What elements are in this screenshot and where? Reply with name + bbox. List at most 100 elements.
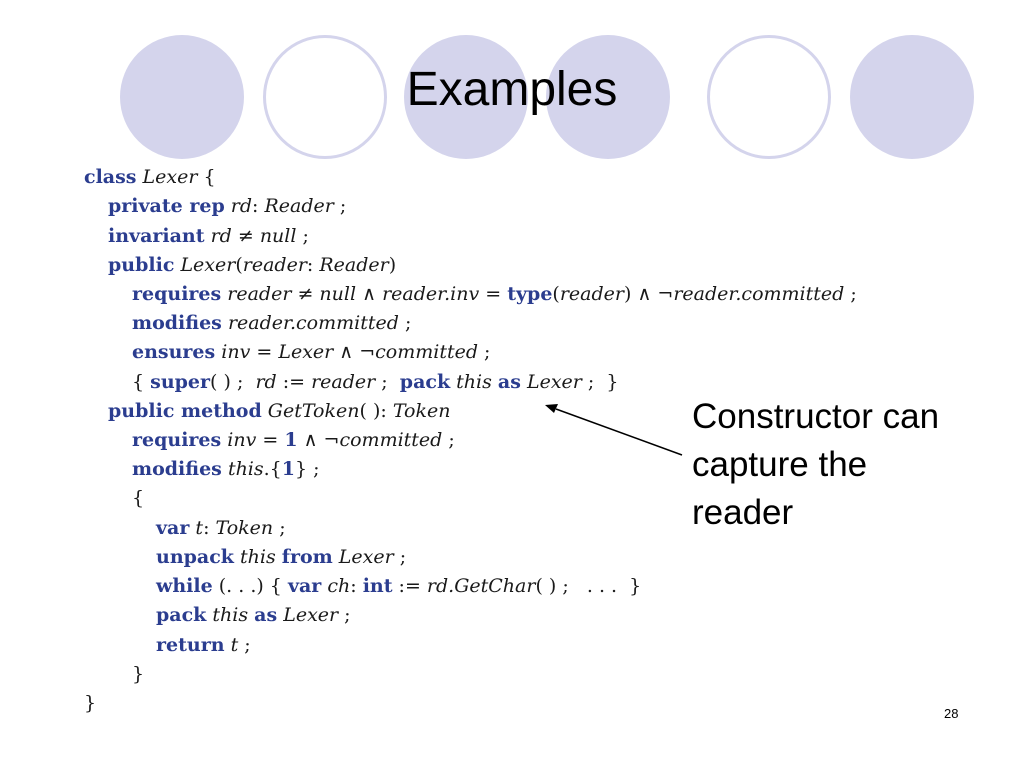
code-token: reader.committed (227, 312, 399, 334)
code-token: ; (338, 604, 351, 626)
code-line: var t: Token ; (156, 519, 286, 538)
code-token: { (132, 487, 145, 509)
callout-line: Constructor can (692, 397, 940, 436)
code-token: reader (559, 283, 624, 305)
code-keyword: public method (108, 400, 262, 422)
code-token: ≠ (291, 283, 320, 305)
code-token: ; } (581, 371, 619, 393)
code-line: modifies this.{1} ; (132, 460, 320, 479)
code-token: Lexer (338, 546, 394, 568)
code-keyword: int (362, 575, 393, 597)
code-token: committed (339, 429, 443, 451)
code-keyword: from (281, 546, 333, 568)
code-line: requires inv = 1 ∧ ¬committed ; (132, 431, 455, 450)
code-keyword: public (108, 254, 175, 276)
code-token: Reader (264, 195, 334, 217)
code-token: ; (273, 517, 286, 539)
code-token: reader (242, 254, 307, 276)
code-token: Lexer (283, 604, 339, 626)
code-token: inv (227, 429, 257, 451)
code-token: reader.inv (382, 283, 480, 305)
code-token: { (197, 166, 216, 188)
code-keyword: requires (132, 429, 222, 451)
code-token: ∧ ¬ (297, 429, 340, 451)
code-keyword: pack (156, 604, 207, 626)
code-token: this (227, 458, 264, 480)
callout-line: capture the (692, 445, 868, 484)
code-line: unpack this from Lexer ; (156, 548, 406, 567)
code-token: Token (215, 517, 274, 539)
code-keyword: super (150, 371, 211, 393)
decorative-circle (263, 35, 387, 159)
code-token: Lexer (142, 166, 198, 188)
code-keyword: modifies (132, 312, 222, 334)
code-token: { (132, 371, 151, 393)
code-keyword: modifies (132, 458, 222, 480)
code-token: null (319, 283, 357, 305)
code-token: } (132, 663, 145, 685)
code-token: ; (442, 429, 455, 451)
code-token: (. . .) { (212, 575, 288, 597)
code-token: Lexer (526, 371, 582, 393)
code-token: null (259, 225, 297, 247)
code-token: committed (375, 341, 479, 363)
code-token: GetToken (267, 400, 360, 422)
code-token: ( ) ; (210, 371, 256, 393)
code-keyword: class (84, 166, 137, 188)
code-line: { super( ) ; rd := reader ; pack this as… (132, 373, 619, 392)
slide-title: Examples (406, 63, 618, 116)
callout-text: Constructor can capture the reader (692, 393, 992, 537)
code-line: } (84, 694, 96, 713)
code-token: ∧ ¬ (333, 341, 376, 363)
code-keyword: unpack (156, 546, 234, 568)
code-token: inv (221, 341, 251, 363)
decorative-circle (404, 35, 528, 159)
code-token: this (456, 371, 492, 393)
code-keyword: pack (399, 371, 451, 393)
code-token: reader.committed (673, 283, 845, 305)
code-token: := (276, 371, 312, 393)
code-token: .{ (263, 458, 282, 480)
code-token: ; (478, 341, 491, 363)
code-keyword: as (497, 371, 521, 393)
code-keyword: 1 (281, 458, 296, 480)
code-token: ; (393, 546, 407, 568)
code-token: t (230, 634, 239, 656)
code-keyword: while (156, 575, 213, 597)
code-token: ) (388, 254, 397, 276)
code-token: Reader (319, 254, 389, 276)
code-token: t (195, 517, 204, 539)
code-token: ≠ (231, 225, 260, 247)
code-line: { (132, 489, 144, 508)
code-line: public method GetToken( ): Token (108, 402, 450, 421)
code-line: public Lexer(reader: Reader) (108, 256, 396, 275)
code-token: ; (844, 283, 857, 305)
decorative-circle (850, 35, 974, 159)
callout-line: reader (692, 493, 794, 532)
decorative-circle (707, 35, 831, 159)
code-token: Token (392, 400, 451, 422)
code-token: } (84, 692, 97, 714)
code-keyword: as (254, 604, 278, 626)
code-line: requires reader ≠ null ∧ reader.inv = ty… (132, 285, 857, 304)
code-token: ; (238, 634, 251, 656)
code-token: = (250, 341, 279, 363)
code-token: = (256, 429, 285, 451)
page-number: 28 (944, 706, 959, 721)
code-keyword: requires (132, 283, 222, 305)
code-line: class Lexer { (84, 168, 216, 187)
code-line: modifies reader.committed ; (132, 314, 411, 333)
code-line: while (. . .) { var ch: int := rd.GetCha… (156, 577, 641, 596)
code-keyword: type (507, 283, 553, 305)
code-line: pack this as Lexer ; (156, 606, 351, 625)
code-token: this (240, 546, 276, 568)
code-token: ch (327, 575, 351, 597)
code-line: ensures inv = Lexer ∧ ¬committed ; (132, 343, 490, 362)
code-keyword: ensures (132, 341, 216, 363)
code-keyword: var (287, 575, 322, 597)
code-token: } ; (295, 458, 320, 480)
code-token: : (350, 575, 363, 597)
decorative-circle (120, 35, 244, 159)
code-token: : (252, 195, 265, 217)
